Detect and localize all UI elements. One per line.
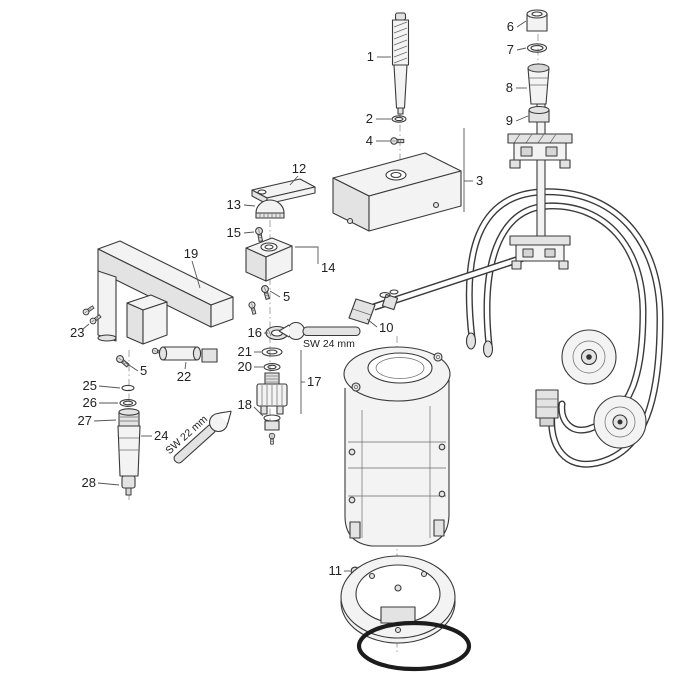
wrench-sw22: SW 22 mm xyxy=(163,410,232,464)
part-1-hand-shower xyxy=(391,12,410,115)
callout-24: 24 xyxy=(154,428,168,443)
part-17-cartridge xyxy=(256,372,288,415)
callout-13: 13 xyxy=(227,197,241,212)
riser-rod xyxy=(536,103,546,255)
callout-19: 19 xyxy=(184,246,198,261)
main-body xyxy=(343,346,451,547)
part-10-elbow-fitting xyxy=(348,289,399,325)
callout-15: 15 xyxy=(227,225,241,240)
part-22-diverter xyxy=(151,346,218,363)
callout-5a: 5 xyxy=(283,289,290,304)
callout-14: 14 xyxy=(321,260,335,275)
hose-roller-lower xyxy=(593,395,647,449)
part-9-bracket-upper xyxy=(507,105,573,169)
callout-6: 6 xyxy=(507,19,514,34)
callout-2: 2 xyxy=(366,111,373,126)
note-sw24: SW 24 mm xyxy=(303,338,355,350)
hose-roller-upper xyxy=(561,329,617,385)
callout-21: 21 xyxy=(238,344,252,359)
gasket-ring xyxy=(356,620,472,672)
callout-4: 4 xyxy=(366,133,373,148)
callout-26: 26 xyxy=(83,395,97,410)
callout-18: 18 xyxy=(238,397,252,412)
part-4-screw xyxy=(390,137,405,145)
part-5-screw-b xyxy=(114,353,131,369)
supply-hoses xyxy=(465,188,664,468)
callout-10: 10 xyxy=(379,320,393,335)
callout-5b: 5 xyxy=(140,363,147,378)
callout-27: 27 xyxy=(78,413,92,428)
part-19-spout xyxy=(97,240,234,345)
callout-8: 8 xyxy=(506,80,513,95)
callout-3: 3 xyxy=(476,173,483,188)
part-9-bracket-lower xyxy=(509,235,571,270)
part-14-housing-cube xyxy=(245,237,293,282)
callout-22: 22 xyxy=(177,369,191,384)
part-20-ring xyxy=(263,363,281,371)
part-2-o-ring xyxy=(391,115,407,123)
part-5-screw-a xyxy=(247,284,272,316)
part-3-escutcheon xyxy=(332,152,462,232)
part-24-tube xyxy=(117,425,141,477)
part-28-tip xyxy=(121,475,136,496)
part-13-dome-cap xyxy=(255,199,285,219)
part-26-ring xyxy=(119,399,137,407)
part-25-ring xyxy=(121,384,135,392)
callout-23: 23 xyxy=(70,325,84,340)
callout-16: 16 xyxy=(248,325,262,340)
callout-11: 11 xyxy=(329,563,343,578)
part-12-lever-handle xyxy=(251,178,316,205)
callout-20: 20 xyxy=(238,359,252,374)
callout-28: 28 xyxy=(82,475,96,490)
part-27-cartridge-top xyxy=(118,408,140,427)
callout-7: 7 xyxy=(507,42,514,57)
part-21-ring xyxy=(261,347,283,357)
part-6-sleeve xyxy=(526,9,548,32)
wrench-sw24: SW 24 mm xyxy=(278,321,361,350)
callout-17: 17 xyxy=(307,374,321,389)
part-8-handle-cylinder xyxy=(527,63,550,105)
part-7-o-ring xyxy=(526,43,548,53)
base-plate xyxy=(340,555,456,644)
callout-9: 9 xyxy=(506,113,513,128)
part-18-valve-parts xyxy=(263,414,281,445)
callout-1: 1 xyxy=(367,49,374,64)
callouts: 1 2 4 3 6 7 8 9 12 13 15 14 5 5 19 23 xyxy=(70,19,529,578)
hose-connector-block xyxy=(535,389,559,427)
part-15-screw xyxy=(254,226,265,243)
callout-25: 25 xyxy=(83,378,97,393)
callout-12: 12 xyxy=(292,161,306,176)
